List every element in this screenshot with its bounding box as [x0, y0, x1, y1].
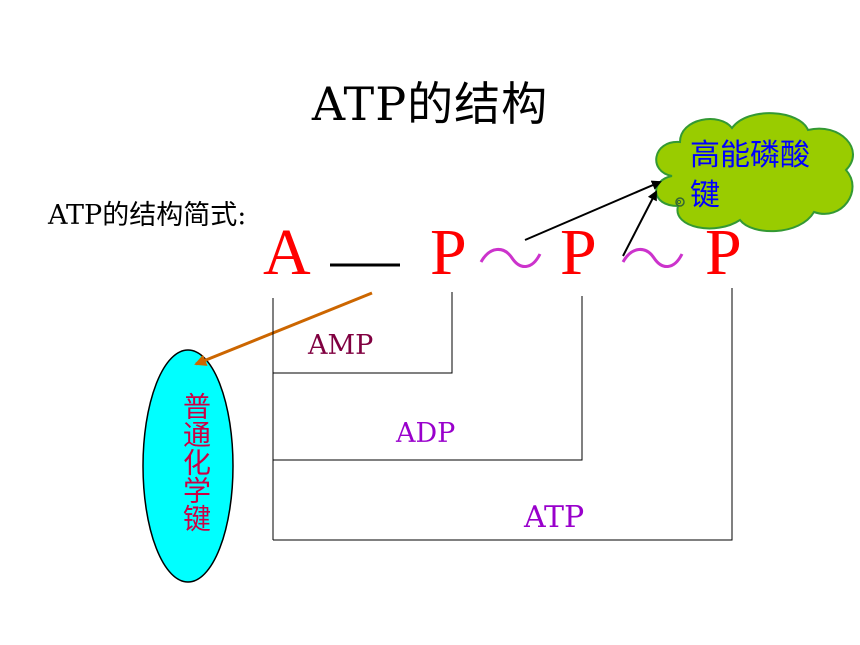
phosphate-symbol-3: P	[705, 216, 742, 289]
tilde-bond-1	[479, 248, 542, 268]
cloud-bubble-small-icon	[676, 199, 682, 205]
bracket-amp	[273, 292, 453, 374]
high-energy-bond-label: 高能磷酸键	[690, 138, 810, 213]
bracket-atp	[273, 288, 733, 541]
phosphate-symbol-1: P	[430, 216, 467, 289]
ellipse-shape	[142, 349, 234, 583]
ordinary-bond-label: 普通化学键	[179, 392, 212, 532]
bracket-adp	[273, 296, 583, 461]
atp-label: ATP	[524, 500, 585, 535]
arrow-to-cloud-1	[524, 180, 662, 241]
adp-label: ADP	[396, 418, 456, 449]
formula-subtitle: ATP的结构简式:	[48, 200, 247, 231]
adenosine-symbol: A	[263, 216, 311, 289]
cloud-shape	[655, 112, 854, 233]
tilde-bond-2	[621, 248, 684, 268]
page-title: ATP的结构	[311, 77, 549, 131]
amp-label: AMP	[308, 330, 374, 361]
cloud-bubble-icon	[675, 197, 685, 207]
arrow-to-ellipse	[194, 291, 373, 366]
arrow-to-cloud-2	[622, 190, 657, 257]
phosphate-symbol-2: P	[560, 216, 597, 289]
